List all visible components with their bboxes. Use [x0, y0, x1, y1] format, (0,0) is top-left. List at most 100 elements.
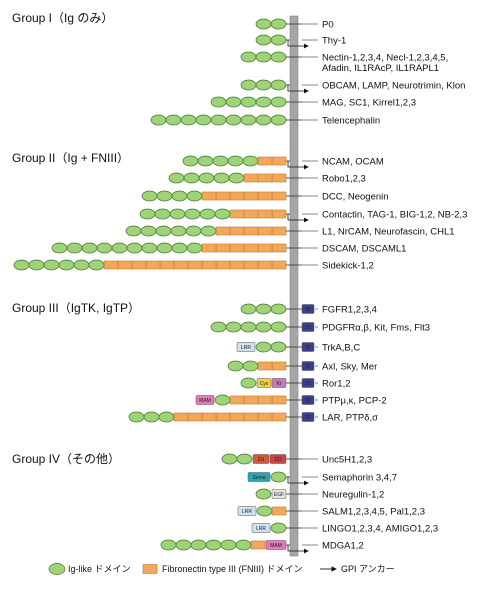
fn3-domain [271, 209, 287, 219]
ig-domain [205, 539, 222, 551]
ig-domain [235, 539, 252, 551]
protein-label: NCAM, OCAM [322, 156, 384, 167]
fn3-domain [257, 243, 273, 253]
ig-domain [58, 259, 75, 271]
fn3-domain [201, 412, 217, 422]
protein-label: Robo1,2,3 [322, 173, 366, 184]
fn3-domain [257, 191, 273, 201]
ig-domain [185, 225, 202, 237]
tk-domain-label: TK [305, 364, 312, 370]
fn3-domain [271, 395, 287, 405]
fn3-domain [257, 361, 273, 371]
ig-domain [225, 96, 242, 108]
kr-domain-label: Kr [277, 381, 282, 387]
tk-domain-label: TK [305, 307, 312, 313]
kr-domain: Kr [271, 378, 287, 388]
tk-domain-label: TK [305, 345, 312, 351]
fn3-domain [215, 226, 231, 236]
ig-domain [270, 51, 287, 63]
fn3-domain [131, 260, 147, 270]
ig-domain [225, 321, 242, 333]
lrr-domain: LRR [237, 506, 257, 516]
ig-domain [182, 155, 199, 167]
fn3-domain [250, 540, 266, 550]
fn3-domain [215, 412, 231, 422]
protein-label: MAG, SC1, Kirrel1,2,3 [322, 97, 416, 108]
gpi-anchor-arrow [287, 85, 309, 94]
protein-label: Ror1,2 [322, 378, 351, 389]
protein-row: Telencephalin [150, 114, 380, 126]
protein-row: Neuregulin-1,2 [255, 488, 384, 500]
fn3-domain [271, 243, 287, 253]
fn3-domain [229, 412, 245, 422]
ig-domain [242, 360, 259, 372]
ig-domain [171, 242, 188, 254]
fn3-domain [229, 226, 245, 236]
tk-domain: TK [301, 361, 315, 371]
fn3-domain [257, 226, 273, 236]
ig-domain [220, 539, 237, 551]
fn3-domain [187, 412, 203, 422]
ig-domain [228, 172, 245, 184]
sema-domain: Sema [247, 472, 271, 482]
protein-label: LINGO1,2,3,4, AMIGO1,2,3 [322, 523, 438, 534]
fn3-domain [229, 260, 245, 270]
protein-row: Thy-1 [255, 34, 346, 49]
ig-domain [242, 155, 259, 167]
ig-domain [270, 522, 287, 534]
ig-domain [240, 303, 257, 315]
fn3-domain [215, 191, 231, 201]
mam-domain-label: MAM [270, 543, 282, 549]
ig-domain [186, 242, 203, 254]
ig-domain [227, 360, 244, 372]
protein-label: Unc5H1,2,3 [322, 454, 372, 465]
fn3-domain [215, 260, 231, 270]
ig-domain [160, 539, 177, 551]
ig-domain [240, 321, 257, 333]
ig-domain [13, 259, 30, 271]
ig-domain [255, 18, 272, 30]
gpi-anchor-arrow [287, 477, 309, 486]
ig-domain [154, 208, 171, 220]
fn3-domain [243, 191, 259, 201]
ig-domain [255, 321, 272, 333]
ig-domain [255, 51, 272, 63]
ig-domain [186, 190, 203, 202]
ig-domain [66, 242, 83, 254]
ig-domain [255, 341, 272, 353]
fn3-domain [173, 412, 189, 422]
protein-label: LAR, PTPδ,σ [322, 412, 378, 423]
gpi-anchor-arrow [287, 545, 309, 554]
ig-domain [255, 114, 272, 126]
ig-domain [214, 208, 231, 220]
ig-domain [171, 190, 188, 202]
fn3-domain [271, 260, 287, 270]
ig-domain [190, 539, 207, 551]
ig-domain [210, 321, 227, 333]
tk-domain: TK [301, 322, 315, 332]
legend-fn-label: Fibronectin type III (FNIII) ドメイン [162, 564, 303, 574]
protein-row: PDGFRα,β, Kit, Fms, Flt3 [210, 321, 430, 333]
tk-domain: TK [301, 342, 315, 352]
protein-label: FGFR1,2,3,4 [322, 304, 377, 315]
ig-domain [141, 190, 158, 202]
protein-label: Nectin-1,2,3,4, Necl-1,2,3,4,5, [322, 52, 448, 63]
ig-domain [169, 208, 186, 220]
ig-domain [270, 114, 287, 126]
zu-domain: ZU [252, 454, 270, 464]
protein-row: Ror1,2 [240, 377, 351, 389]
ig-domain [165, 114, 182, 126]
protein-row: Nectin-1,2,3,4, Necl-1,2,3,4,5,Afadin, I… [240, 51, 448, 74]
ig-domain [214, 394, 231, 406]
fn3-domain [257, 412, 273, 422]
ig-domain [270, 79, 287, 91]
tk-domain-label: TK [305, 325, 312, 331]
protein-row: LINGO1,2,3,4, AMIGO1,2,3 [270, 522, 438, 534]
gpi-anchor-arrow [287, 161, 309, 170]
protein-label: PDGFRα,β, Kit, Fms, Flt3 [322, 322, 430, 333]
fn3-domain [229, 243, 245, 253]
fn3-domain [201, 243, 217, 253]
fn3-domain [229, 395, 245, 405]
tk-domain: TK [301, 378, 315, 388]
